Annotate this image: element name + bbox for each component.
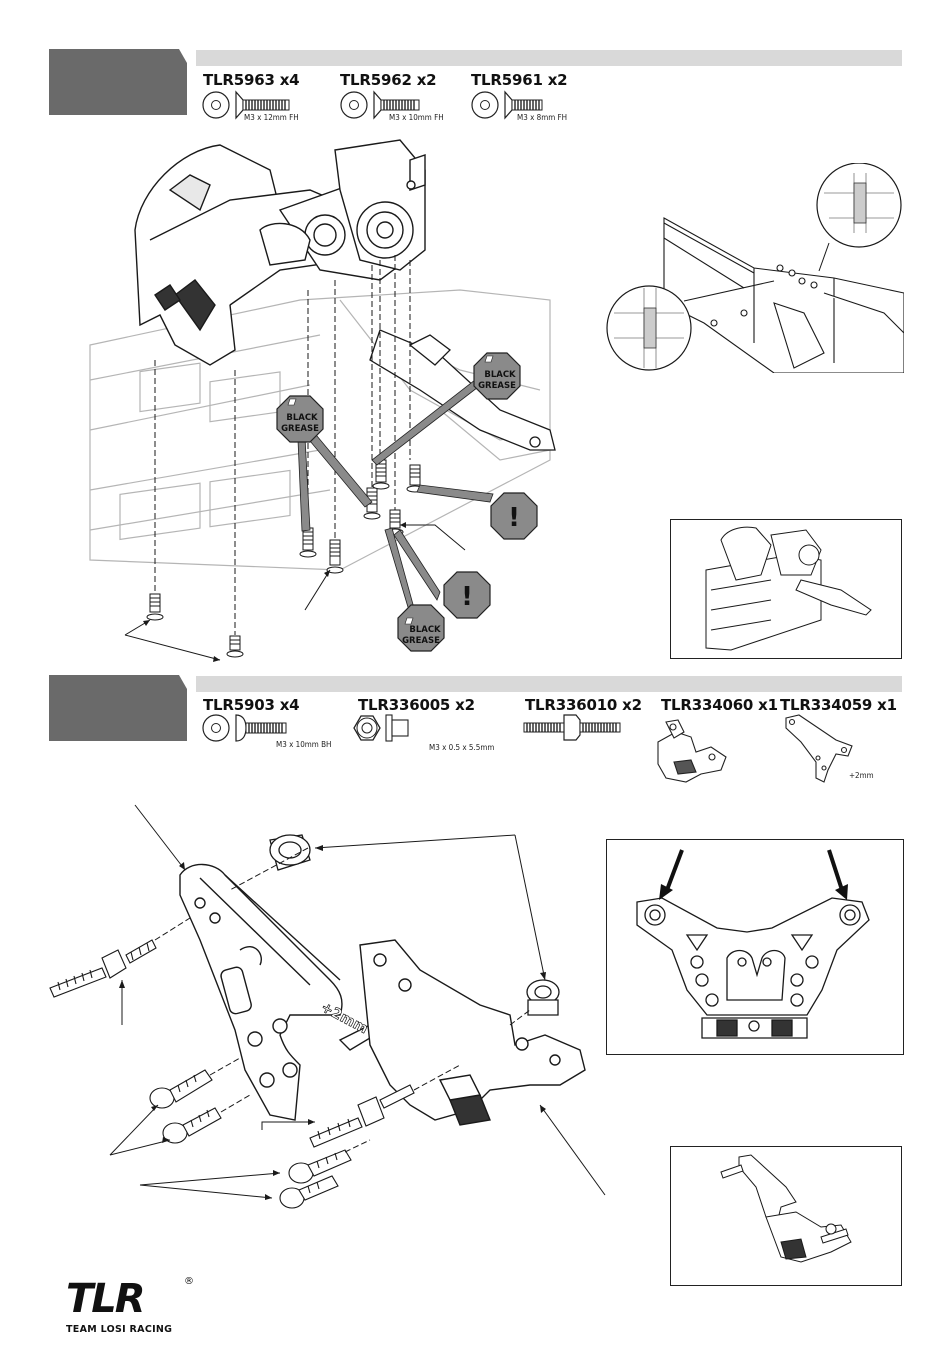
step2-assembly-diagram: +2mm <box>40 800 620 1220</box>
grease-callout-2: BLACK GREASE <box>473 352 521 400</box>
washer-icon <box>203 715 229 741</box>
screw <box>327 540 343 573</box>
grease-callout-1: BLACK GREASE <box>276 395 324 443</box>
footer-logo: TLR ® TEAM LOSI RACING <box>62 1272 202 1342</box>
washer-icon <box>203 92 229 118</box>
step1-part-spec-2: M3 x 10mm FH <box>389 113 444 122</box>
step1-number-tab <box>49 49 187 115</box>
grease-label-line1: BLACK <box>484 370 516 380</box>
step2-front-view-inset <box>606 839 904 1055</box>
flange-nut-right <box>527 980 559 1015</box>
screw <box>163 1108 221 1143</box>
warning-symbol: ! <box>461 582 473 612</box>
screw <box>147 594 163 620</box>
step1-part-spec-3: M3 x 8mm FH <box>517 113 567 122</box>
grease-callout-3: BLACK GREASE <box>397 604 445 652</box>
registered-mark: ® <box>184 1276 194 1287</box>
step2-part-spec-2: M3 x 0.5 x 5.5mm <box>429 743 494 752</box>
flange-nut-icon <box>354 715 408 741</box>
zoom-circle-top <box>817 163 901 247</box>
turnbuckle-center <box>310 1085 414 1147</box>
step2-reference-thumbnail <box>670 1146 902 1286</box>
turnbuckle-left <box>50 940 156 997</box>
arrow-indicator-right <box>829 850 842 890</box>
shock-tower-icon <box>786 715 852 782</box>
logo-mark: TLR <box>66 1276 144 1322</box>
step1-part-code-3: TLR5961 x2 <box>471 71 567 89</box>
screws <box>147 460 423 657</box>
reference-thumbnail-image <box>671 520 901 658</box>
arrow-indicator-left <box>667 850 682 890</box>
warning-callout-2: ! <box>443 571 491 619</box>
front-view-image <box>607 840 903 1054</box>
screw <box>227 636 243 657</box>
plate-marking: +2mm <box>318 999 370 1037</box>
screw <box>289 1150 351 1183</box>
logo-text: TEAM LOSI RACING <box>66 1324 172 1335</box>
warning-symbol: ! <box>508 503 520 533</box>
grease-label-line2: GREASE <box>402 636 440 646</box>
step2-number-tab <box>49 675 187 741</box>
step1-header-bar <box>196 50 902 66</box>
grease-label-line2: GREASE <box>281 424 319 434</box>
tlr-logo-icon: TLR ® TEAM LOSI RACING <box>62 1272 202 1342</box>
warning-callout-1: ! <box>490 492 538 540</box>
zoom-circle-bottom <box>607 286 691 370</box>
shock-tower-mount-icon <box>658 720 726 782</box>
step1-detail-inset <box>604 163 904 373</box>
screw <box>300 528 316 557</box>
screw <box>373 460 389 489</box>
screw <box>150 1070 212 1108</box>
step2-part-spec-5: +2mm <box>849 771 874 780</box>
step2-part-spec-1: M3 x 10mm BH <box>276 740 331 749</box>
step2-header-bar <box>196 676 902 692</box>
step1-assembly-diagram <box>80 130 600 675</box>
step1-part-spec-1: M3 x 12mm FH <box>244 113 299 122</box>
arrowheads <box>143 522 406 662</box>
step1-part-code-2: TLR5962 x2 <box>340 71 436 89</box>
washer-icon <box>472 92 498 118</box>
step1-reference-thumbnail <box>670 519 902 659</box>
reference-thumbnail-image <box>671 1147 901 1285</box>
step2-parts-icons <box>196 712 896 792</box>
grease-label-line1: BLACK <box>286 413 318 423</box>
washer-icon <box>341 92 367 118</box>
step1-part-code-1: TLR5963 x4 <box>203 71 299 89</box>
grease-label-line1: BLACK <box>409 625 441 635</box>
button-head-screw-icon <box>236 715 286 741</box>
turnbuckle-icon <box>524 715 620 740</box>
grease-label-line2: GREASE <box>478 381 516 391</box>
